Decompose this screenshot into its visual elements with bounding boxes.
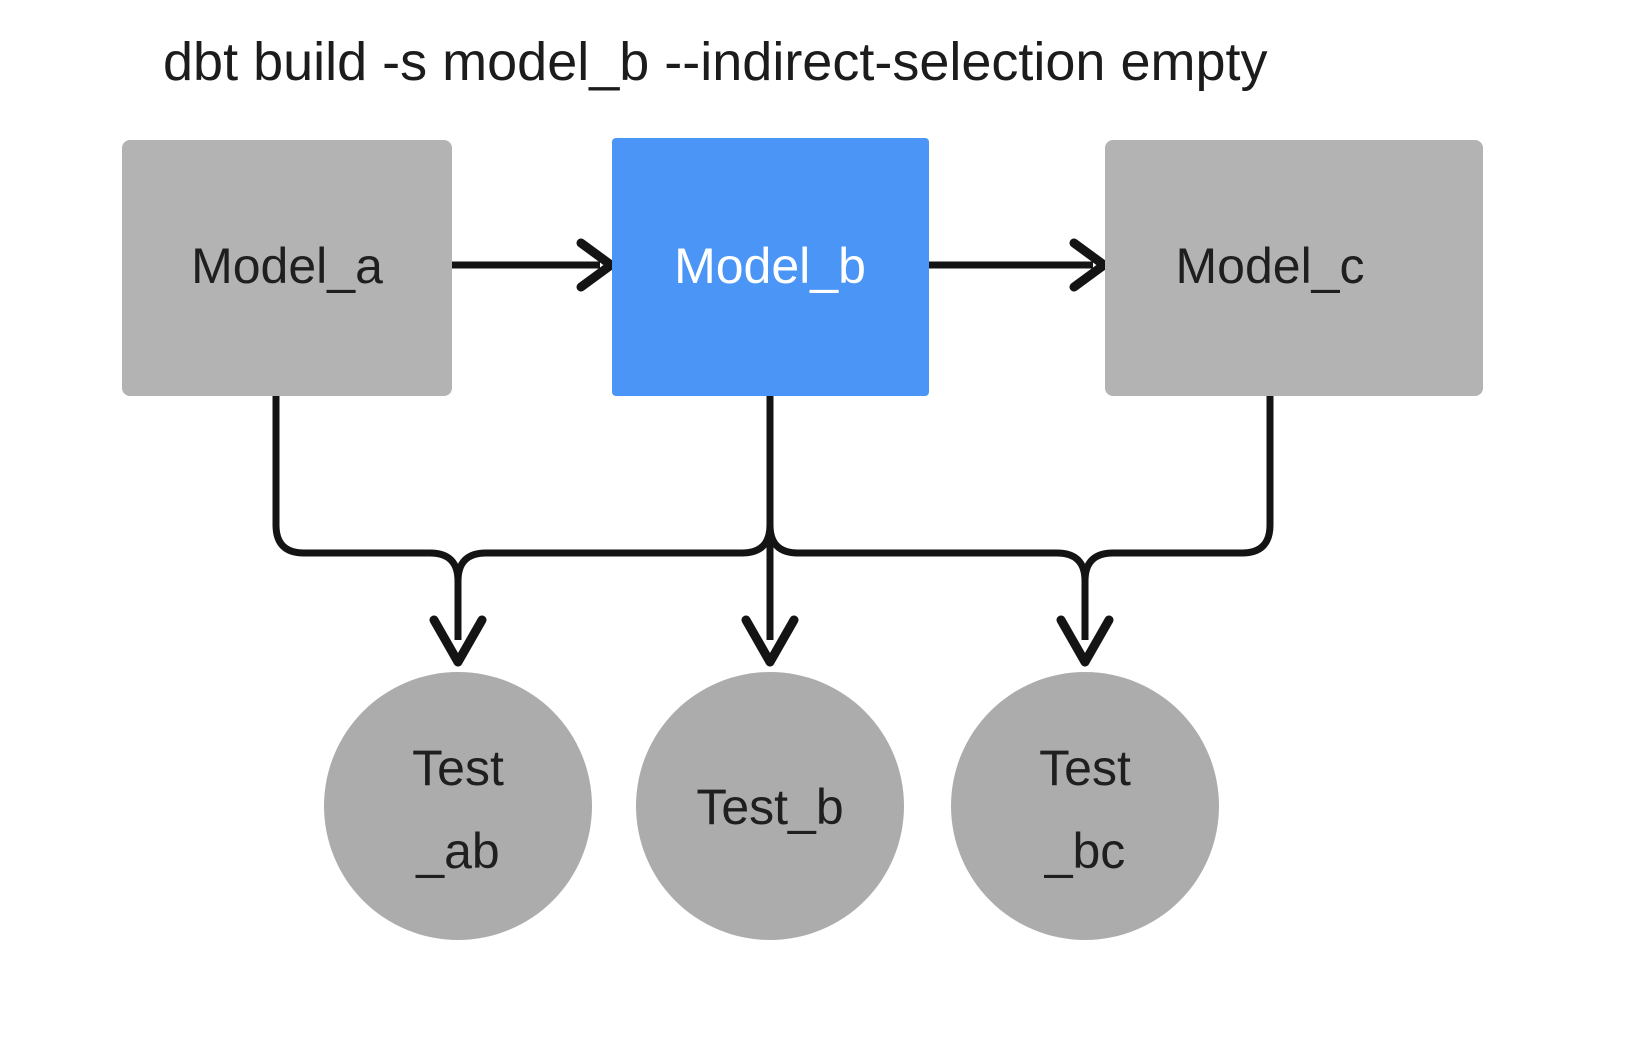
node-test-ab[interactable]: Test _ab: [324, 672, 592, 940]
test-bc-shape[interactable]: [951, 672, 1219, 940]
model-a-shape[interactable]: [122, 140, 452, 396]
node-model-a[interactable]: Model_a: [122, 140, 452, 396]
test-bc-label-line2: _bc: [1044, 823, 1126, 879]
edge-model-b-to-test-ab: [454, 396, 774, 582]
node-test-b[interactable]: Test_b: [636, 672, 904, 940]
test-b-label-line1: Test_b: [696, 779, 843, 835]
node-model-b[interactable]: Model_b: [612, 138, 929, 396]
edge-model-c-to-test-bc: [1056, 396, 1274, 667]
edge-model-b-to-model-c: [929, 238, 1109, 292]
edge-model-a-to-test-ab: [272, 396, 487, 667]
test-ab-label-line2: _ab: [415, 823, 499, 879]
diagram-title: dbt build -s model_b --indirect-selectio…: [163, 32, 1268, 92]
model-c-label: Model_c: [1176, 238, 1365, 294]
model-c-shape[interactable]: [1105, 140, 1483, 396]
edge-model-b-to-test-bc: [766, 396, 1089, 582]
node-model-c[interactable]: Model_c: [1105, 140, 1483, 396]
node-test-bc[interactable]: Test _bc: [951, 672, 1219, 940]
edge-model-a-to-model-b: [452, 238, 616, 292]
model-b-shape[interactable]: [612, 138, 929, 396]
test-ab-shape[interactable]: [324, 672, 592, 940]
test-ab-label-line1: Test: [412, 740, 504, 796]
model-a-label: Model_a: [191, 238, 383, 294]
model-b-label: Model_b: [674, 238, 866, 294]
test-bc-label-line1: Test: [1039, 740, 1131, 796]
test-b-shape[interactable]: [636, 672, 904, 940]
